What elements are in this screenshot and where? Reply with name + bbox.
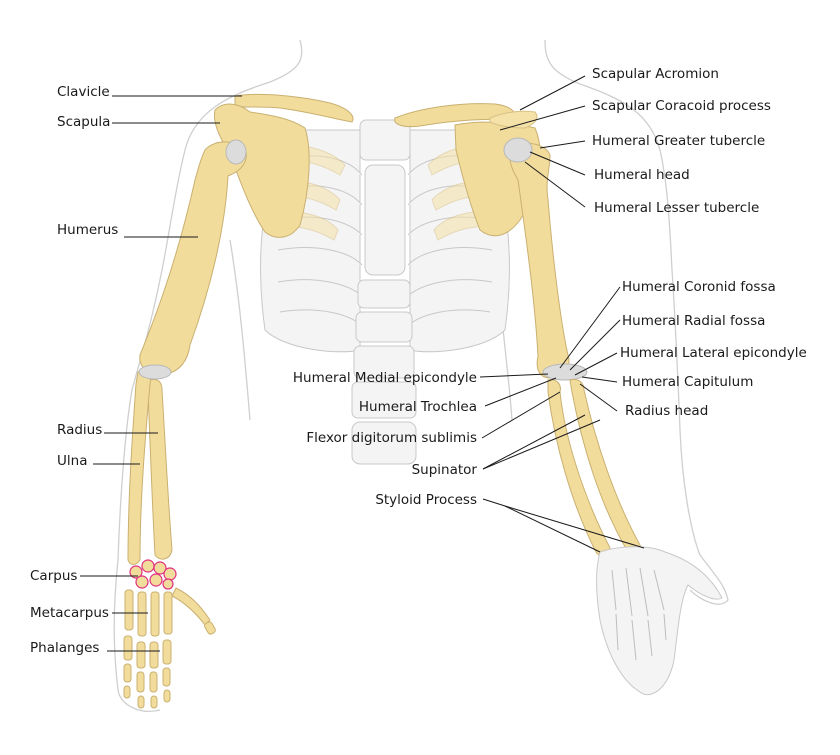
leader-lines-right (499, 75, 621, 412)
label-scapular-coracoid: Scapular Coracoid process (592, 98, 771, 114)
leader-lines-center (479, 373, 645, 553)
label-flexor-digitorum: Flexor digitorum sublimis (306, 430, 477, 446)
label-humeral-greater-tubercle: Humeral Greater tubercle (592, 133, 765, 149)
label-supinator: Supinator (412, 462, 478, 478)
right-radius (569, 379, 641, 555)
right-hand (596, 546, 723, 696)
left-radius (147, 379, 173, 560)
left-ulna (127, 370, 151, 565)
label-clavicle: Clavicle (57, 84, 110, 100)
torso-outline-left (229, 239, 251, 421)
left-phalanges (123, 621, 216, 709)
left-metacarpus (124, 587, 211, 637)
label-styloid-process: Styloid Process (375, 492, 477, 508)
left-arm-bones (123, 93, 354, 709)
left-carpus (129, 559, 177, 590)
left-humerus (139, 141, 247, 375)
right-humerus (509, 142, 570, 379)
label-humeral-trochlea: Humeral Trochlea (359, 399, 477, 415)
label-humeral-medial-epicondyle: Humeral Medial epicondyle (293, 370, 477, 386)
labels-center: Humeral Medial epicondyle Humeral Trochl… (293, 370, 478, 508)
leader-lines-left (80, 95, 242, 652)
labels-left: Clavicle Scapula Humerus Radius Ulna Car… (30, 84, 118, 656)
label-phalanges: Phalanges (30, 640, 99, 656)
label-scapular-acromion: Scapular Acromion (592, 66, 719, 82)
label-humeral-coronid-fossa: Humeral Coronid fossa (622, 279, 776, 295)
label-humeral-capitulum: Humeral Capitulum (622, 374, 753, 390)
label-carpus: Carpus (30, 568, 77, 584)
label-humeral-head: Humeral head (594, 167, 690, 183)
label-humeral-lateral-epicondyle: Humeral Lateral epicondyle (620, 345, 807, 361)
label-scapula: Scapula (57, 114, 110, 130)
right-ulna (547, 379, 611, 556)
label-humeral-lesser-tubercle: Humeral Lesser tubercle (594, 200, 759, 216)
label-radius-head: Radius head (625, 403, 708, 419)
spine (351, 119, 417, 465)
label-ulna: Ulna (57, 453, 87, 469)
right-arm-bones (394, 103, 723, 696)
left-clavicle (234, 93, 354, 123)
labels-right: Scapular Acromion Scapular Coracoid proc… (592, 66, 807, 419)
right-acromion (489, 110, 538, 129)
label-humerus: Humerus (57, 222, 118, 238)
label-radius: Radius (57, 422, 102, 438)
label-metacarpus: Metacarpus (30, 605, 109, 621)
label-humeral-radial-fossa: Humeral Radial fossa (622, 313, 765, 329)
